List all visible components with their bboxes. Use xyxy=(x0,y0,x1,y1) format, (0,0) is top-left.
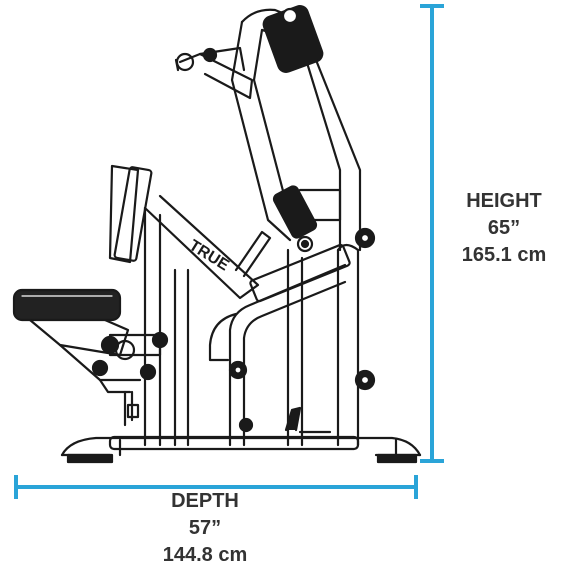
machine-drawing: TRUE xyxy=(12,5,422,464)
main-upright xyxy=(208,243,360,447)
depth-dimension-line xyxy=(14,475,418,499)
lever-arm xyxy=(174,5,362,253)
seat-adjuster xyxy=(91,331,169,427)
pivot-knobs xyxy=(228,227,376,433)
seat-frame: TRUE xyxy=(108,164,272,447)
depth-cm: 144.8 cm xyxy=(162,544,248,566)
height-label: HEIGHT 65” 165.1 cm xyxy=(440,188,568,269)
base-frame xyxy=(60,435,422,464)
height-inches: 65” xyxy=(487,217,521,239)
height-cm: 165.1 cm xyxy=(461,244,547,266)
height-dimension-line xyxy=(420,4,444,463)
depth-inches: 57” xyxy=(188,517,222,539)
height-title: HEIGHT xyxy=(466,190,542,212)
seat-pad xyxy=(12,288,142,394)
depth-label: DEPTH 57” 144.8 cm xyxy=(140,488,270,569)
depth-title: DEPTH xyxy=(171,490,239,512)
foot-lever xyxy=(284,406,332,434)
